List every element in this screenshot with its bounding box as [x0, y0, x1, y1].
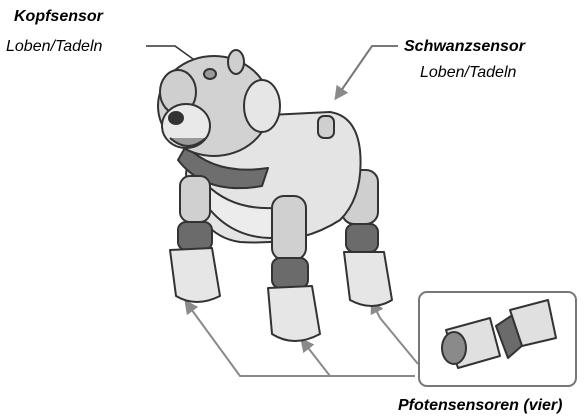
paw-inset	[418, 291, 577, 387]
head-leader-line	[146, 45, 201, 65]
robot-dog	[157, 49, 393, 342]
front-left-leg	[169, 175, 221, 303]
paw-sensors-title: Pfotensensoren (vier)	[398, 397, 563, 414]
front-right-leg	[267, 195, 321, 342]
head-sensor-subtitle: Loben/Tadeln	[6, 38, 103, 55]
tail-sensor-subtitle: Loben/Tadeln	[420, 64, 517, 81]
paw-arrows	[184, 299, 419, 377]
head-sensor-title: Kopfsensor	[14, 8, 103, 25]
tail-sensor-title: Schwanzsensor	[404, 38, 525, 55]
tail-leader-line	[334, 45, 398, 101]
